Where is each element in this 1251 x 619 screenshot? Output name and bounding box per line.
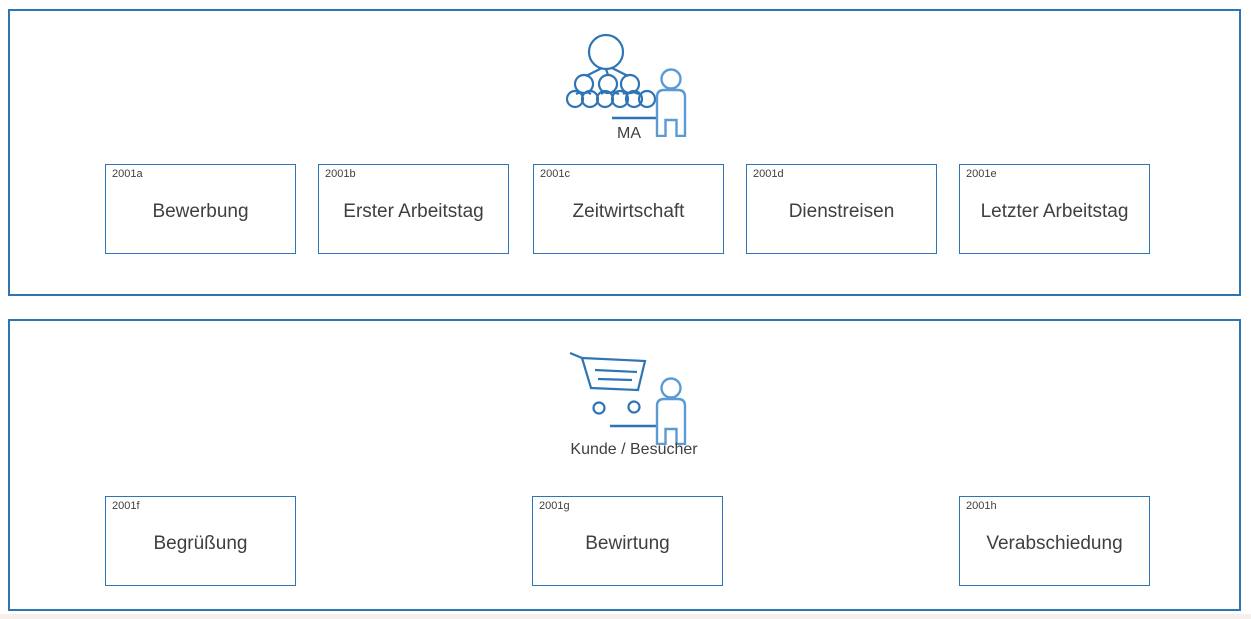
shopping-cart-person-icon	[565, 347, 695, 446]
task-id: 2001b	[325, 168, 356, 180]
task-id: 2001h	[966, 500, 997, 512]
employee-lane-panel: MA 2001a Bewerbung 2001b Erster Arbeitst…	[8, 9, 1241, 296]
task-box-dienstreisen[interactable]: 2001d Dienstreisen	[746, 164, 937, 254]
customer-lane-panel: Kunde / Besucher 2001f Begrüßung 2001g B…	[8, 319, 1241, 611]
task-label: Verabschiedung	[986, 533, 1123, 554]
bottom-edge-strip	[0, 614, 1251, 619]
task-label: Dienstreisen	[788, 201, 895, 222]
task-box-begruessung[interactable]: 2001f Begrüßung	[105, 496, 296, 586]
task-id: 2001a	[112, 168, 143, 180]
task-id: 2001d	[753, 168, 784, 180]
task-box-erster-arbeitstag[interactable]: 2001b Erster Arbeitstag	[318, 164, 509, 254]
employee-actor-label: MA	[617, 125, 641, 142]
org-hierarchy-person-icon	[564, 31, 694, 138]
task-box-bewerbung[interactable]: 2001a Bewerbung	[105, 164, 296, 254]
task-label: Bewirtung	[585, 533, 670, 554]
task-box-bewirtung[interactable]: 2001g Bewirtung	[532, 496, 723, 586]
task-id: 2001c	[540, 168, 570, 180]
task-box-zeitwirtschaft[interactable]: 2001c Zeitwirtschaft	[533, 164, 724, 254]
task-label: Letzter Arbeitstag	[980, 201, 1129, 222]
task-box-letzter-arbeitstag[interactable]: 2001e Letzter Arbeitstag	[959, 164, 1150, 254]
task-id: 2001e	[966, 168, 997, 180]
task-id: 2001g	[539, 500, 570, 512]
task-box-verabschiedung[interactable]: 2001h Verabschiedung	[959, 496, 1150, 586]
task-id: 2001f	[112, 500, 140, 512]
task-label: Begrüßung	[153, 533, 248, 554]
customer-actor-label: Kunde / Besucher	[570, 441, 698, 458]
task-label: Bewerbung	[152, 201, 249, 222]
task-label: Zeitwirtschaft	[572, 201, 685, 222]
task-label: Erster Arbeitstag	[343, 201, 484, 222]
